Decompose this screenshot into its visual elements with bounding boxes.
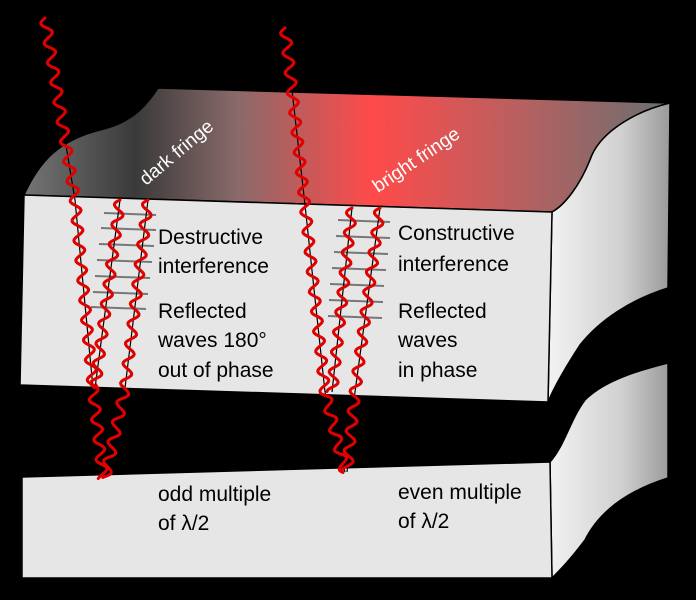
substrate-front-face — [21, 461, 553, 579]
odd-multiple-line-1: odd multiple — [158, 483, 271, 506]
left-annotations: Destructive interference Reflected waves… — [157, 226, 274, 535]
reflected-wave-right-bottom — [340, 206, 385, 473]
reflected-wave-right-top — [325, 206, 357, 393]
reflected-left-line-1: Reflected — [158, 300, 247, 323]
light-waves — [39, 16, 385, 480]
incident-wave-right — [279, 26, 349, 474]
reflected-left-line-3: out of phase — [158, 359, 274, 382]
even-multiple-line-1: even multiple — [398, 481, 522, 504]
odd-multiple-line-2: of λ/2 — [158, 512, 209, 535]
reflected-right-line-2: waves — [397, 329, 458, 352]
film-right-side — [547, 102, 671, 403]
constructive-line-1: Constructive — [398, 222, 515, 245]
destructive-line-2: interference — [158, 255, 269, 278]
reflected-wave-left-top — [88, 198, 125, 390]
reflected-left-line-2: waves 180° — [157, 329, 267, 352]
incident-wave-left — [39, 16, 109, 480]
reflected-right-line-1: Reflected — [398, 300, 487, 323]
reflected-right-line-3: in phase — [398, 359, 477, 382]
reflected-wave-left-bottom — [101, 198, 153, 479]
constructive-line-2: interference — [398, 253, 509, 276]
substrate-right-side — [549, 362, 669, 580]
even-multiple-line-2: of λ/2 — [398, 510, 449, 533]
right-annotations: Constructive interference Reflected wave… — [397, 222, 522, 533]
destructive-line-1: Destructive — [158, 226, 263, 249]
